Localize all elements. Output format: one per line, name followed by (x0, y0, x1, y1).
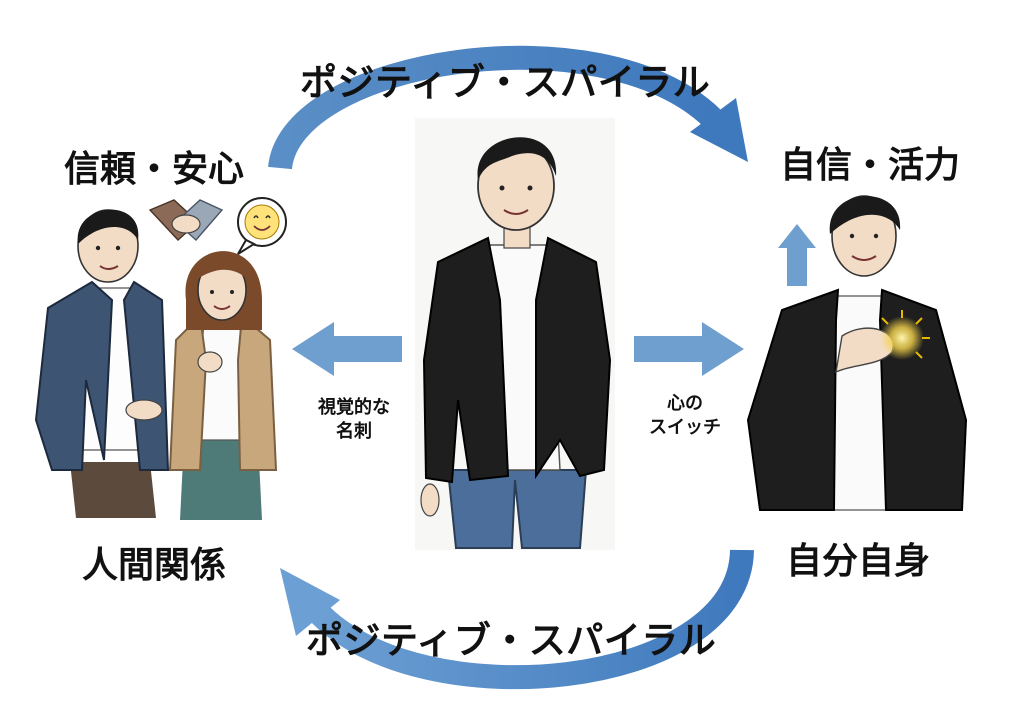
left-woman-illustration (168, 251, 278, 520)
glow-burst-icon (880, 310, 930, 360)
right-arrow-caption-line1: 心の (667, 393, 703, 414)
left-arrow-caption-line1: 視覚的な (318, 397, 390, 418)
self-label: 自分自身 (786, 541, 931, 582)
right-arrow-caption-line2: スイッチ (649, 417, 721, 438)
right-man-illustration (746, 195, 968, 511)
left-arrow-caption: 視覚的な 名刺 (302, 396, 406, 444)
right-arrow-caption: 心の スイッチ (630, 392, 740, 440)
top-curved-arrow (268, 45, 748, 171)
left-arrow-caption-line2: 名刺 (336, 421, 372, 442)
left-man-illustration (34, 209, 170, 518)
handshake-icon (148, 199, 224, 241)
up-arrow-icon (778, 224, 816, 286)
bottom-curved-arrow (280, 549, 754, 690)
relationships-label: 人間関係 (82, 545, 227, 586)
right-arrow (634, 322, 744, 376)
confidence-label: 自信・活力 (780, 145, 961, 186)
center-man-illustration (420, 137, 612, 549)
bottom-spiral-label: ポジティブ・スパイラル (306, 619, 717, 662)
top-spiral-label: ポジティブ・スパイラル (300, 61, 711, 104)
left-arrow (292, 322, 402, 376)
smile-speech-bubble-icon (237, 197, 287, 255)
trust-label: 信頼・安心 (64, 149, 245, 190)
